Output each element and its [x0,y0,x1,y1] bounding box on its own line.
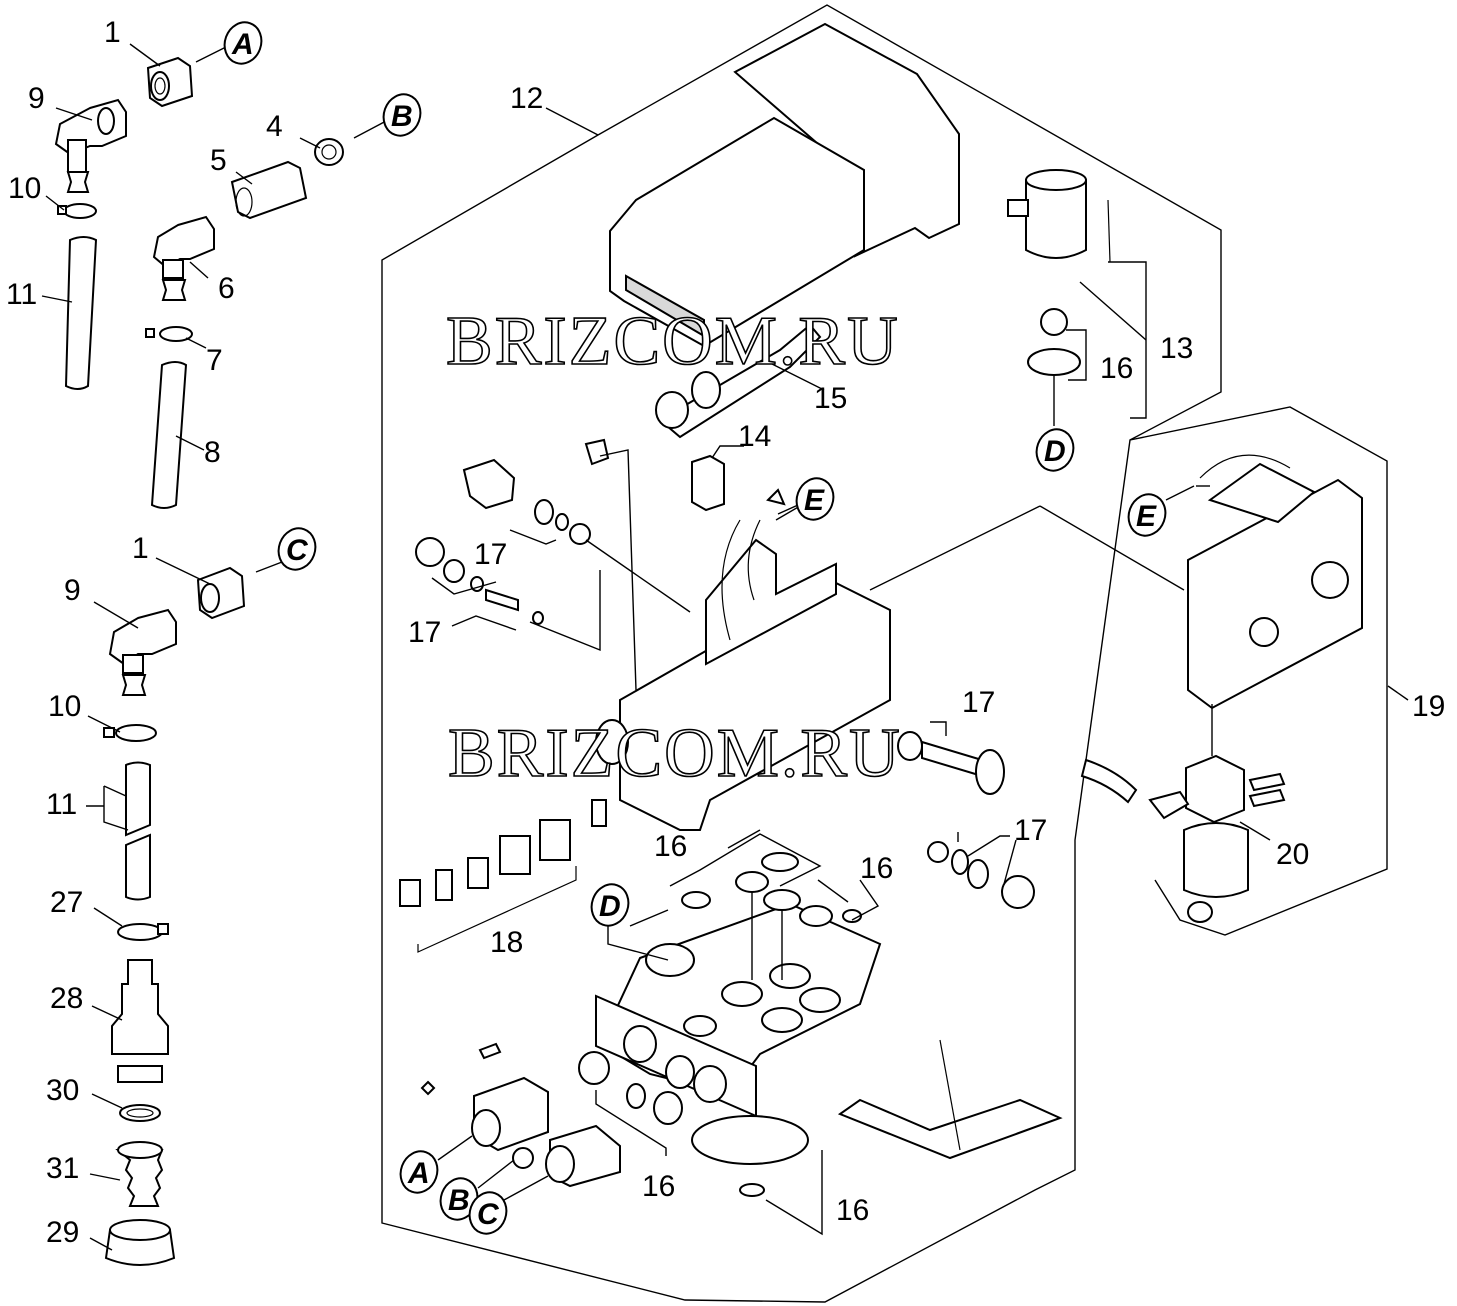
callout-13: 13 [1160,332,1193,365]
svg-text:E: E [804,484,825,517]
svg-text:C: C [286,534,309,567]
svg-text:A: A [231,28,254,61]
callout-27: 27 [50,886,83,919]
watermark-top: BRIZCOM.RU [446,303,900,380]
letter-bubble-e-controller: E [1127,493,1167,537]
callout-29: 29 [46,1216,79,1249]
svg-text:E: E [1136,500,1157,533]
callout-20: 20 [1276,838,1309,871]
letter-bubble-e-valve: E [795,477,835,521]
callout-18: 18 [490,926,523,959]
callout-10-lower: 10 [48,690,81,723]
callout-30: 30 [46,1074,79,1107]
plugs-and-orings-17 [415,458,1035,909]
leader-lines [41,43,1409,1251]
letter-bubble-b-top: B [382,93,422,137]
port-adapters-abc [420,1042,621,1188]
callout-14: 14 [738,420,771,453]
svg-text:A: A [407,1157,430,1190]
orings-16 [578,852,862,1197]
callout-16-left: 16 [654,830,687,863]
callout-19: 19 [1412,690,1445,723]
letter-bubble-d-motor: D [1035,428,1075,472]
letter-bubble-b-bottom: B [439,1177,479,1221]
svg-text:D: D [1044,435,1066,468]
letter-bubble-a-top: A [223,21,263,65]
watermark-middle: BRIZCOM.RU [448,715,902,792]
motor-13 [1007,169,1111,376]
callout-16-base: 16 [642,1170,675,1203]
svg-text:B: B [391,100,413,133]
base-manifold [595,902,1063,1160]
group-19-outline [1129,406,1388,936]
callout-6: 6 [218,272,235,305]
callout-9-lower: 9 [64,574,81,607]
callout-10-top: 10 [8,172,41,205]
callout-16-bottom: 16 [836,1194,869,1227]
callout-16-motor: 16 [1100,352,1133,385]
callout-9-top: 9 [28,82,45,115]
letter-bubble-c-left: C [277,527,317,571]
valve-body [595,488,891,831]
fitting-set-mid [145,138,344,509]
callout-1-lower: 1 [132,532,149,565]
callout-17-upper: 17 [474,538,507,571]
group-12-outline [381,4,1222,1303]
callout-12: 12 [510,82,543,115]
letter-bubble-c-bottom: C [468,1191,508,1235]
callout-15: 15 [814,382,847,415]
cover-housing [609,22,960,348]
callout-16-right: 16 [860,852,893,885]
callout-31: 31 [46,1152,79,1185]
callout-4: 4 [266,110,283,143]
letter-bubble-a-bottom: A [399,1150,439,1194]
callout-8: 8 [204,436,221,469]
callout-5: 5 [210,144,227,177]
callout-28: 28 [50,982,83,1015]
letter-bubble-d-base: D [590,883,630,927]
callout-7: 7 [206,344,223,377]
switch-14 [691,454,725,512]
callout-17-left: 17 [408,616,441,649]
callout-17-right: 17 [962,686,995,719]
cam-shaft-15 [584,323,822,466]
controller-19 [1187,454,1363,710]
callout-11-top: 11 [6,278,37,311]
connectors-18 [399,799,607,953]
svg-text:D: D [599,890,621,923]
injector-20 [1080,754,1286,923]
fitting-set-lower [103,566,246,1266]
fitting-set-upper [54,56,194,390]
callout-11-lower: 11 [46,788,77,821]
svg-text:B: B [448,1184,470,1217]
svg-text:C: C [477,1198,500,1231]
callout-17-lower: 17 [1014,814,1047,847]
callout-1-top: 1 [104,16,121,49]
